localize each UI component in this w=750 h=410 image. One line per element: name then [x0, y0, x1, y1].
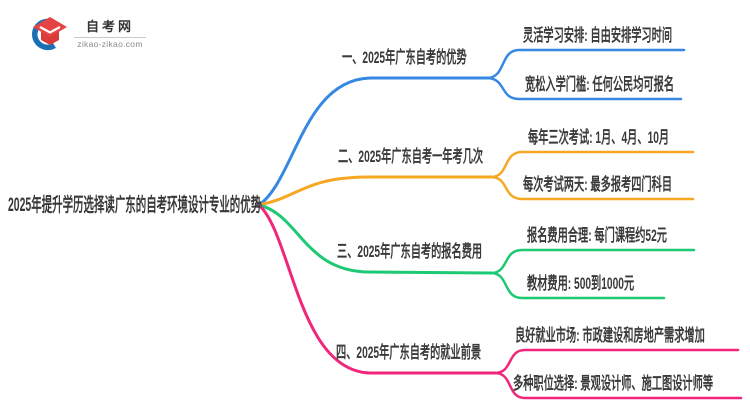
branch3-main-line: [257, 203, 494, 275]
leaf-node-1-1[interactable]: 灵活学习安排: 自由安排学习时间: [523, 26, 673, 45]
branch1-fork-upper-line: [486, 48, 686, 80]
leaf-node-4-2[interactable]: 多种职位选择: 景观设计师、施工图设计师等: [513, 374, 714, 393]
logo-text-block: 自考网 zikao-zikao.com: [74, 19, 146, 49]
branch4-main-line: [257, 203, 498, 375]
branch2-main-line: [257, 175, 494, 207]
branch1-fork-lower-line: [486, 76, 683, 101]
mindmap-root-node[interactable]: 2025年提升学历选择读广东的自考环境设计专业的优势: [8, 195, 262, 216]
branch1-main-line: [257, 76, 490, 207]
leaf-node-2-1[interactable]: 每年三次考试: 1月、4月、10月: [528, 128, 670, 147]
branch3-fork-upper-line: [490, 248, 696, 275]
branch4-fork-lower-line: [494, 371, 743, 400]
branch4-fork-upper-line: [494, 348, 740, 375]
leaf-node-3-1[interactable]: 报名费用合理: 每门课程约52元: [527, 226, 667, 245]
logo-site-name: 自考网: [85, 19, 134, 35]
leaf-node-1-2[interactable]: 宽松入学门槛: 任何公民均可报名: [525, 75, 675, 94]
leaf-node-3-2[interactable]: 教材费用: 500到1000元: [527, 274, 635, 293]
leaf-node-2-2[interactable]: 每次考试两天: 最多报考四门科目: [523, 175, 673, 194]
site-logo[interactable]: 自考网 zikao-zikao.com: [28, 12, 158, 56]
logo-divider: [74, 36, 146, 38]
branch-node-3[interactable]: 三、2025年广东自考的报名费用: [337, 242, 483, 261]
branch3-fork-lower-line: [490, 271, 666, 300]
root-junction-dot: [256, 202, 262, 208]
graduation-cap-icon: [32, 17, 67, 51]
branch-node-4[interactable]: 四、2025年广东自考的就业前景: [336, 343, 482, 362]
branch-node-2[interactable]: 二、2025年广东自考一年考几次: [338, 147, 484, 166]
branch-node-1[interactable]: 一、2025年广东自考的优势: [342, 48, 467, 67]
branch2-fork-lower-line: [490, 175, 695, 201]
logo-site-url: zikao-zikao.com: [77, 38, 143, 49]
leaf-node-4-1[interactable]: 良好就业市场: 市政建设和房地产需求增加: [515, 326, 705, 345]
branch2-fork-upper-line: [490, 150, 695, 179]
